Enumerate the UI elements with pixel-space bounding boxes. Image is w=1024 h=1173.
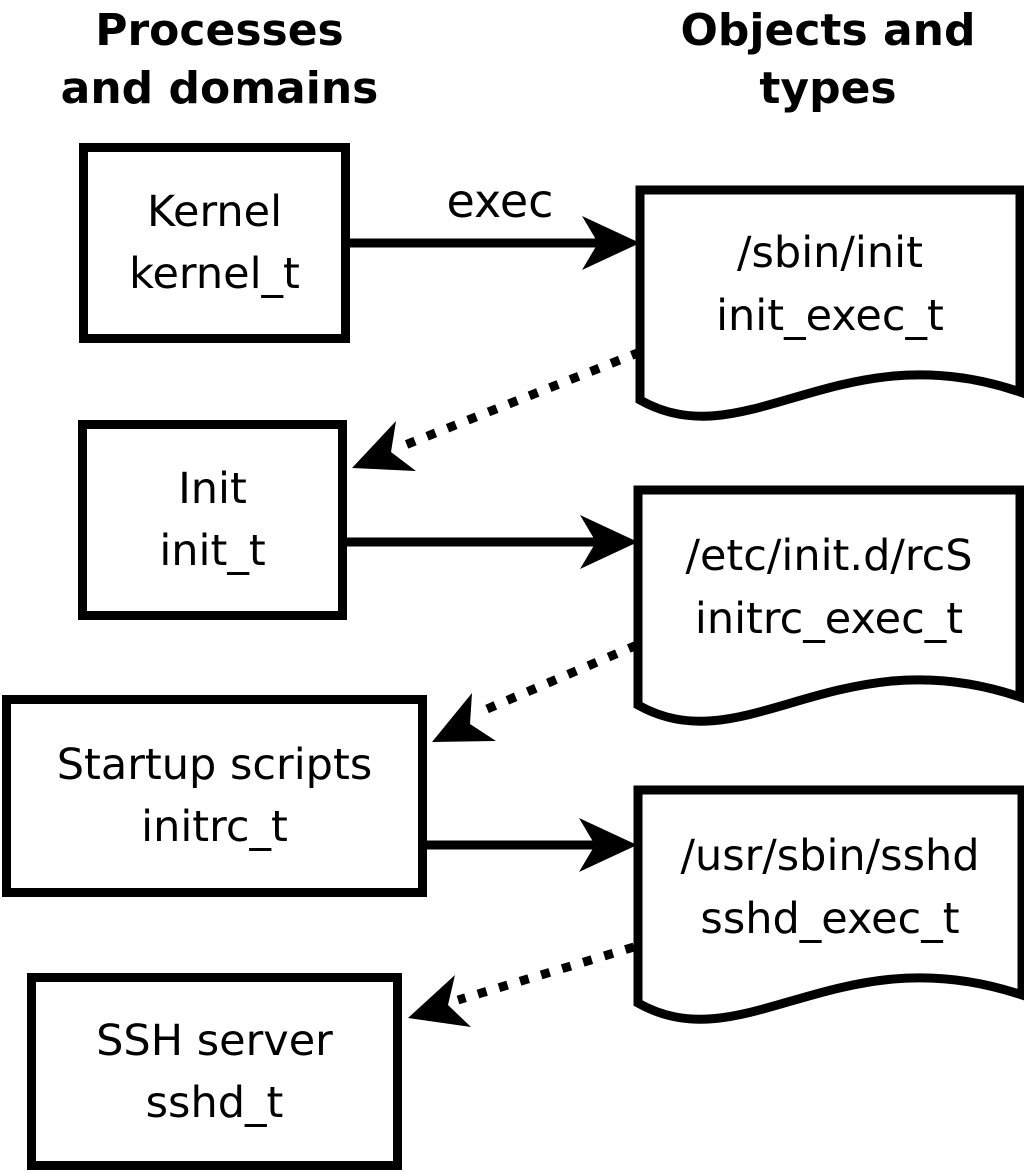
transition-arrow-initexec-to-init-shaft	[398, 347, 642, 452]
process-box-ssh-server: SSH server sshd_t	[27, 973, 402, 1170]
process-box-startup-scripts: Startup scripts initrc_t	[2, 695, 427, 897]
transition-arrow-sshdexec-to-sshd-shaft	[456, 942, 636, 1005]
transition-arrow-initrcexec-to-initrc-shaft	[478, 640, 639, 717]
exec-arrow-kernel-to-init-head	[582, 216, 640, 270]
transition-arrow-initexec-to-init-head	[352, 421, 416, 471]
document-shape-sbin-init	[635, 185, 1024, 421]
process-name-ssh-server: SSH server	[96, 1015, 333, 1066]
process-domain-kernel: kernel_t	[129, 249, 300, 299]
process-domain-startup-scripts: initrc_t	[141, 802, 288, 852]
column-header-processes-line2: and domains	[60, 63, 379, 114]
column-header-processes-line1: Processes	[95, 5, 344, 56]
document-shape-usr-sbin-sshd	[633, 785, 1024, 1024]
column-header-objects: Objects and types	[633, 2, 1023, 118]
document-shape-etc-initd-rcs	[633, 485, 1024, 726]
process-domain-init: init_t	[159, 526, 266, 576]
process-box-init: Init init_t	[78, 420, 347, 620]
process-domain-ssh-server: sshd_t	[145, 1077, 284, 1128]
process-name-init: Init	[178, 464, 247, 514]
process-name-startup-scripts: Startup scripts	[56, 740, 373, 790]
transition-arrow-initrcexec-to-initrc-head	[432, 693, 496, 742]
exec-arrow-label: exec	[446, 174, 554, 228]
transition-arrow-sshdexec-to-sshd-head	[408, 975, 471, 1027]
column-header-objects-line1: Objects and	[680, 5, 976, 56]
column-header-objects-line2: types	[759, 63, 897, 114]
process-box-kernel: Kernel kernel_t	[79, 143, 350, 343]
process-name-kernel: Kernel	[146, 187, 283, 237]
exec-arrow-initrc-to-sshd-head	[579, 818, 637, 872]
exec-arrow-init-to-rcs-head	[580, 515, 638, 569]
column-header-processes: Processes and domains	[22, 2, 417, 118]
